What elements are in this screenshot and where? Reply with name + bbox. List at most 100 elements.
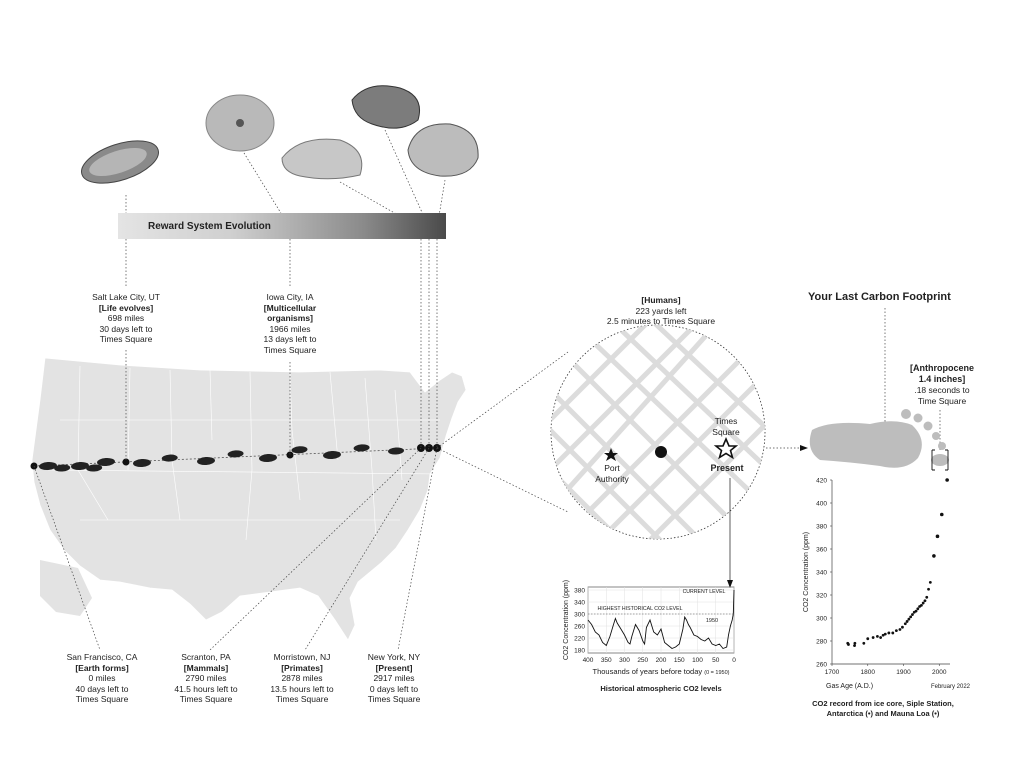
ice-core-point: [928, 580, 932, 584]
stage: [Life evolves]: [98, 302, 154, 313]
mauna-loa-point: [932, 554, 936, 558]
x-tick-label: 400: [583, 657, 594, 664]
miles: 0 miles: [88, 673, 116, 683]
footprint-title: Your Last Carbon Footprint: [808, 291, 951, 303]
stage: [Humans]: [641, 295, 681, 305]
city: Scranton, PA: [181, 652, 231, 662]
ice-core-point: [853, 641, 857, 645]
ice-core-point: [866, 637, 870, 641]
ice-core-point: [871, 636, 875, 639]
y-tick-label: 300: [574, 612, 585, 619]
x-tick-label: 50: [712, 657, 720, 664]
ice-core-point: [876, 635, 879, 638]
mammal-brain-image: [281, 138, 363, 180]
stage: [Anthropocene 1.4 inches]: [910, 363, 974, 384]
label-multicellular: Iowa City, IA [Multicellular organisms] …: [246, 292, 334, 355]
ice-core-point: [919, 603, 923, 607]
mauna-loa-point: [945, 478, 949, 482]
destination: Time Square: [917, 395, 967, 406]
times-square-label: Times Square: [712, 416, 740, 437]
destination: Times Square: [179, 694, 233, 704]
ice-core-point: [927, 587, 930, 591]
chart2-axes: [831, 480, 950, 665]
y-tick-label: 220: [574, 636, 585, 643]
times-square-star: [713, 436, 739, 460]
destination: Times Square: [99, 334, 153, 344]
y-tick-label: 180: [574, 648, 585, 655]
us-map: [31, 357, 467, 641]
yards-left: 223 yards left: [635, 305, 687, 316]
label-humans: [Humans] 223 yards left 2.5 minutes to T…: [601, 295, 721, 327]
chart2-title-line1: CO2 record from ice core, Siple Station,: [812, 699, 954, 708]
ice-core-point: [909, 615, 913, 619]
ice-core-point: [879, 636, 883, 639]
label-mammals: Scranton, PA [Mammals] 2790 miles 41.5 h…: [162, 652, 250, 705]
city: Salt Lake City, UT: [92, 292, 160, 302]
ice-core-point: [914, 609, 918, 613]
time-left: 30 days left to: [99, 323, 153, 334]
present-label: Present: [710, 463, 744, 473]
footprints: [39, 444, 404, 472]
stage: [Primates]: [281, 662, 323, 673]
y-tick-label: 260: [816, 662, 827, 669]
city: New York, NY: [367, 652, 421, 662]
ice-core-point: [853, 644, 856, 647]
chart2-title-line2: Antarctica (•) and Mauna Loa (•): [827, 709, 940, 718]
x-tick-label: 200: [656, 657, 667, 664]
ice-core-point: [923, 599, 927, 603]
highest-level-annotation: HIGHEST HISTORICAL CO2 LEVEL: [598, 606, 683, 612]
ice-core-point: [901, 625, 904, 629]
ice-core-point: [862, 641, 866, 645]
stage: [Earth forms]: [75, 662, 129, 673]
time-left: 40 days left to: [75, 683, 129, 694]
ice-core-point: [916, 607, 920, 611]
time-left: 13 days left to: [263, 334, 317, 344]
mauna-loa-point: [935, 534, 940, 539]
y-axis-label: CO2 Concentration (ppm): [803, 532, 810, 612]
destination: Times Square: [75, 694, 129, 704]
x-tick-label: 1800: [861, 669, 876, 676]
x-tick-label: 0: [732, 657, 736, 664]
y-tick-label: 300: [816, 616, 827, 623]
port-authority-label: Port Authority: [595, 463, 629, 484]
x-tick-label: 250: [637, 657, 648, 664]
miles: 2917 miles: [373, 673, 415, 683]
label-present: New York, NY [Present] 2917 miles 0 days…: [350, 652, 438, 705]
date-note: February 2022: [931, 684, 971, 690]
ice-core-point: [883, 632, 887, 636]
y-tick-label: 380: [816, 524, 827, 531]
time-left: 0 days left to: [369, 683, 419, 694]
label-life-evolves: Salt Lake City, UT [Life evolves] 698 mi…: [82, 292, 170, 345]
time-left: 2.5 minutes to Times Square: [606, 316, 716, 326]
reward-system-bar: [118, 213, 446, 239]
city: Iowa City, IA: [266, 292, 314, 302]
ice-core-point: [921, 601, 925, 605]
ice-core-point: [847, 643, 850, 646]
y-tick-label: 340: [574, 600, 585, 607]
destination: Times Square: [263, 344, 317, 355]
organism-illustrations: [81, 85, 479, 184]
y-tick-label: 260: [574, 624, 585, 631]
ice-core-point: [903, 622, 907, 626]
x-tick-label: 1700: [825, 669, 840, 676]
time-left: 41.5 hours left to: [174, 683, 238, 694]
ice-core-point: [907, 617, 911, 621]
y-tick-label: 400: [816, 501, 827, 508]
x-axis-label: Gas Age (A.D.): [826, 683, 873, 690]
human-brain-image: [407, 123, 479, 177]
label-earth-forms: San Francisco, CA [Earth forms] 0 miles …: [58, 652, 146, 705]
co2-series-line: [587, 589, 735, 650]
ice-core-point: [894, 629, 898, 633]
city: San Francisco, CA: [66, 652, 138, 662]
current-level-annotation: CURRENT LEVEL: [683, 589, 726, 595]
y-tick-label: 360: [816, 547, 827, 554]
stage: [Mammals]: [183, 662, 229, 673]
y-axis-label: CO2 Concentration (ppm): [563, 580, 570, 660]
y-tick-label: 380: [574, 588, 585, 595]
x-tick-label: 100: [692, 657, 703, 664]
x-axis-label: Thousands of years before today (0 = 195…: [593, 667, 730, 676]
chart1-title: Historical atmospheric CO2 levels: [600, 684, 721, 693]
